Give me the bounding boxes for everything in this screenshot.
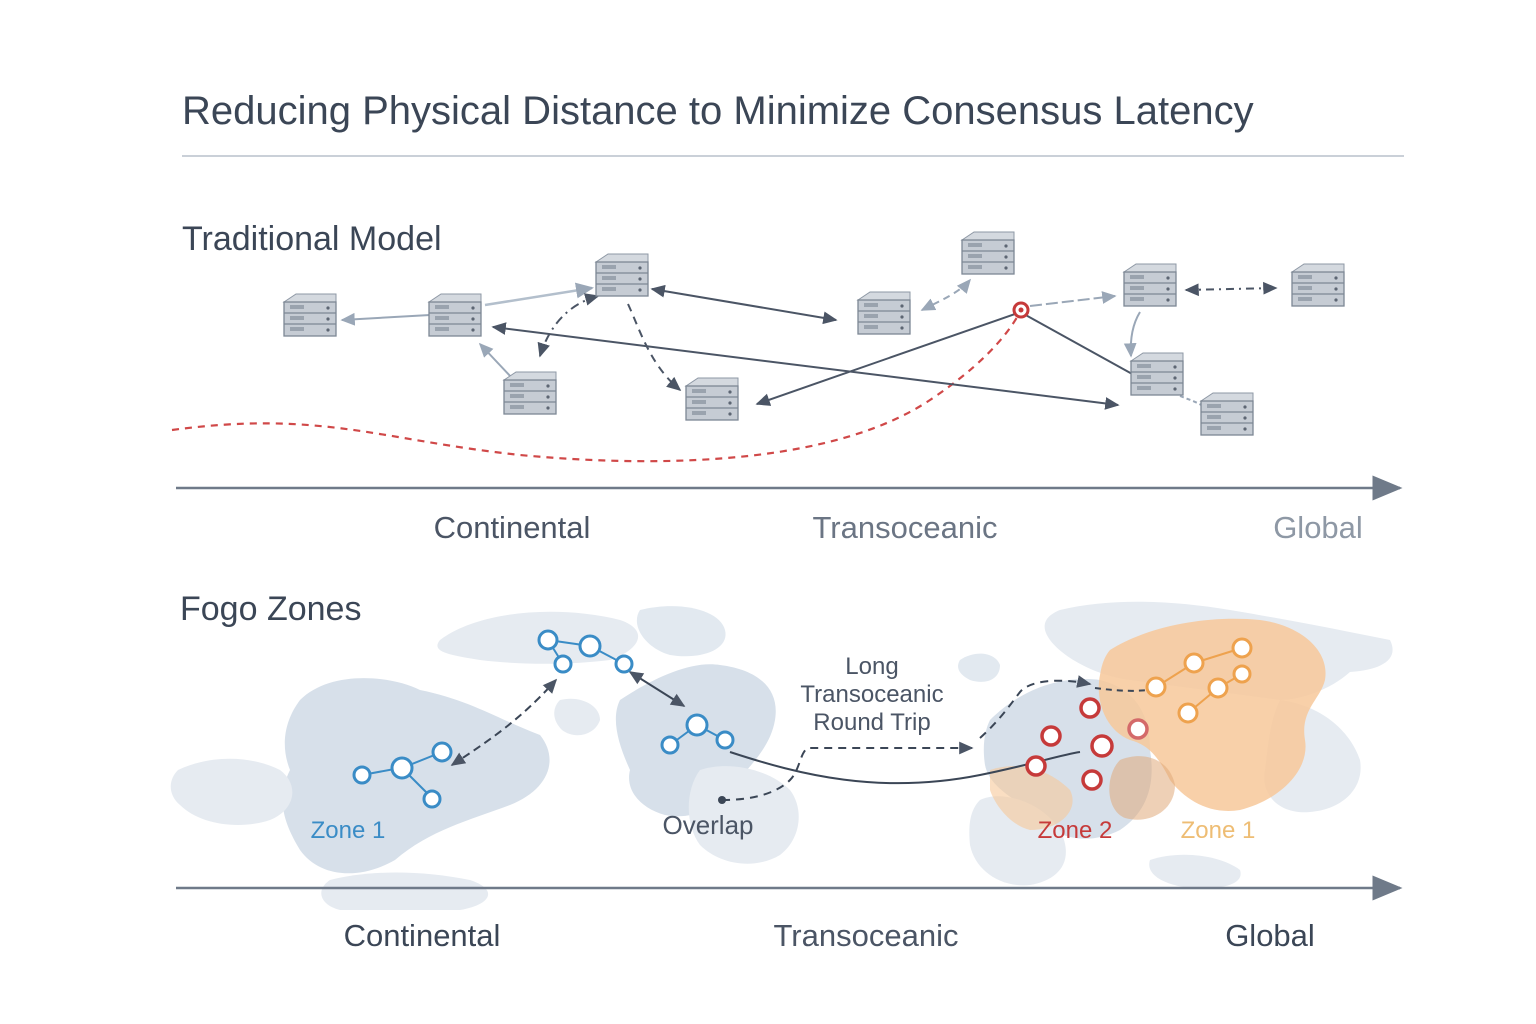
round-trip-label-line-3: Round Trip — [813, 709, 930, 736]
server-rack-icon — [428, 293, 482, 337]
zone-orange-region — [1098, 618, 1326, 811]
server-rack-icon — [1291, 263, 1345, 307]
page-title: Reducing Physical Distance to Minimize C… — [182, 89, 1254, 133]
round-trip-label-line-1: Long — [845, 653, 898, 680]
axis-label-global: Global — [1225, 918, 1315, 953]
latency-dashed-path — [171, 311, 1021, 463]
zone-b-label: Zone 2 — [1038, 817, 1113, 844]
server-rack-icon — [503, 371, 557, 415]
round-trip-label-line-2: Transoceanic — [800, 681, 943, 708]
fogo-heading: Fogo Zones — [180, 590, 361, 628]
axis-label-continental: Continental — [344, 918, 501, 953]
server-rack-icon — [1130, 352, 1184, 396]
server-rack-icon — [1200, 392, 1254, 436]
server-rack-icon — [961, 231, 1015, 275]
server-rack-icon — [1123, 263, 1177, 307]
server-rack-icon — [595, 253, 649, 297]
zone-red-nodes — [1025, 697, 1149, 791]
traditional-links — [340, 278, 1278, 410]
zone-orange-nodes — [1145, 637, 1253, 724]
axis-label-global: Global — [1273, 510, 1363, 545]
server-rack-icon — [685, 377, 739, 421]
overlap-label: Overlap — [662, 810, 753, 840]
zone-blue-nodes — [352, 629, 735, 809]
server-rack-icon — [857, 291, 911, 335]
zone-a-label: Zone 1 — [311, 817, 386, 844]
zone-c-label: Zone 1 — [1181, 817, 1256, 844]
axis-label-continental: Continental — [434, 510, 591, 545]
server-rack-icon — [283, 293, 337, 337]
axis-label-transoceanic: Transoceanic — [813, 510, 998, 545]
traditional-heading: Traditional Model — [182, 220, 442, 258]
axis-label-transoceanic: Transoceanic — [774, 918, 959, 953]
